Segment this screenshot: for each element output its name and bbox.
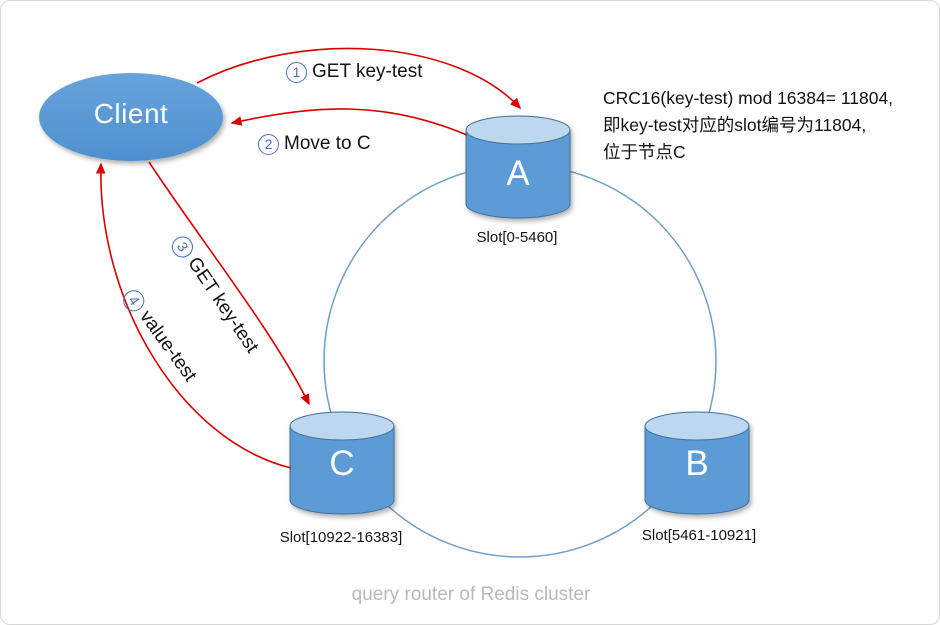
arrow-step-3 [148,161,310,406]
step-2-number-badge: 2 [258,133,279,155]
arrow-step-1 [196,47,522,110]
node-b-cylinder [644,411,750,515]
node-b-slot-range: Slot[5461-10921] [641,527,757,544]
step-1-number-badge: 1 [286,61,307,83]
arrow-step-4 [95,162,292,469]
step-2-text: Move to C [284,133,371,154]
node-b-label: B [685,444,709,483]
node-c-cylinder [289,411,395,515]
node-a-cylinder-top [465,115,571,145]
step-2-label: 2 Move to C [258,133,371,155]
crc-annotation: CRC16(key-test) mod 16384= 11804, 即key-t… [603,85,893,166]
step-1-label: 1 GET key-test [286,61,423,83]
node-c-label: C [329,444,355,483]
crc-annotation-line-3: 位于节点C [603,142,686,162]
node-c-cylinder-body [289,426,395,515]
client-ellipse [39,73,223,161]
node-c-slot-range: Slot[10922-16383] [279,529,403,546]
node-b-cylinder-body [644,426,750,515]
node-a-cylinder [465,115,571,219]
node-a-label: A [506,154,530,193]
diagram-caption: query router of Redis cluster [351,584,591,605]
node-a-slot-range: Slot[0-5460] [476,229,558,246]
crc-annotation-line-2: 即key-test对应的slot编号为11804, [603,115,867,135]
client-label: Client [93,98,169,129]
step-1-text: GET key-test [312,61,423,82]
node-b-cylinder-top [644,411,750,441]
arrow-step-2 [230,108,468,136]
node-c-cylinder-top [289,411,395,441]
crc-annotation-line-1: CRC16(key-test) mod 16384= 11804, [603,88,894,108]
node-a-cylinder-body [465,130,571,219]
